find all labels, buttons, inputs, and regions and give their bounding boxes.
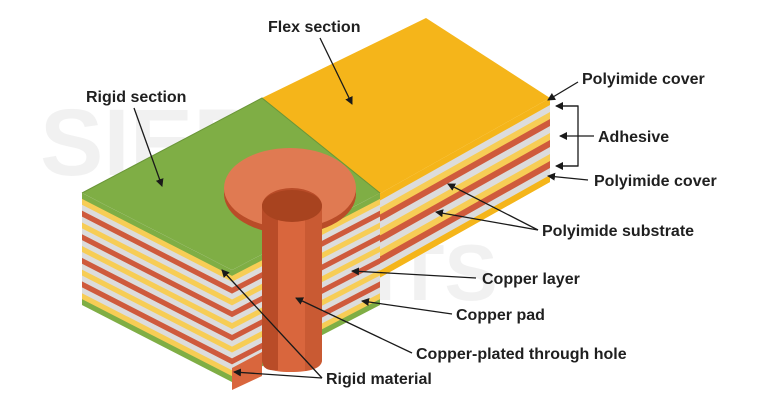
layer-stripe: [372, 126, 550, 234]
label-copper-layer: Copper layer: [482, 271, 580, 288]
layer-stripe: [82, 275, 232, 359]
layer-stripe: [82, 246, 232, 330]
layer-stripe: [372, 168, 550, 276]
layer-stripe: [82, 269, 232, 354]
label-polyimide-cover-top: Polyimide cover: [582, 71, 705, 88]
layer-stripe: [82, 251, 232, 336]
layer-stripe: [82, 299, 232, 382]
layer-stripe: [372, 147, 550, 255]
layer-stripe: [372, 140, 550, 248]
label-flex-section: Flex section: [268, 19, 360, 36]
label-rigid-material: Rigid material: [326, 371, 432, 388]
layer-stripe: [82, 287, 232, 371]
flex-section-top: [262, 18, 550, 198]
label-polyimide-substrate: Polyimide substrate: [542, 223, 694, 240]
layer-stripe: [82, 293, 232, 377]
layer-stripe: [372, 98, 550, 206]
callout-arrows: [133, 37, 594, 379]
layer-stripe: [82, 198, 232, 283]
layer-stripe: [372, 119, 550, 227]
layer-stripe: [82, 240, 232, 324]
layer-stripe: [372, 112, 550, 220]
layer-stripe: [372, 154, 550, 262]
layer-stripe: [372, 161, 550, 269]
label-copper-plated-through-hole: Copper-plated through hole: [416, 346, 627, 363]
layer-stripe: [82, 257, 232, 342]
label-polyimide-cover-bottom: Polyimide cover: [594, 173, 717, 190]
layer-stripe: [372, 133, 550, 241]
layer-stripe: [82, 281, 232, 365]
label-copper-pad: Copper pad: [456, 307, 545, 324]
layer-stripe: [82, 263, 232, 348]
layer-stripe: [82, 193, 232, 277]
layer-stripe: [82, 216, 232, 300]
copper-pad-bottom: [232, 352, 262, 390]
layer-stripe: [82, 204, 232, 289]
layer-stripe: [82, 228, 232, 312]
label-adhesive: Adhesive: [598, 129, 669, 146]
layer-stripe: [82, 234, 232, 318]
label-rigid-section: Rigid section: [86, 89, 186, 106]
layer-stripe: [372, 105, 550, 213]
layer-stripe: [82, 222, 232, 306]
layer-stripe: [372, 175, 550, 282]
layer-stripe: [82, 210, 232, 295]
